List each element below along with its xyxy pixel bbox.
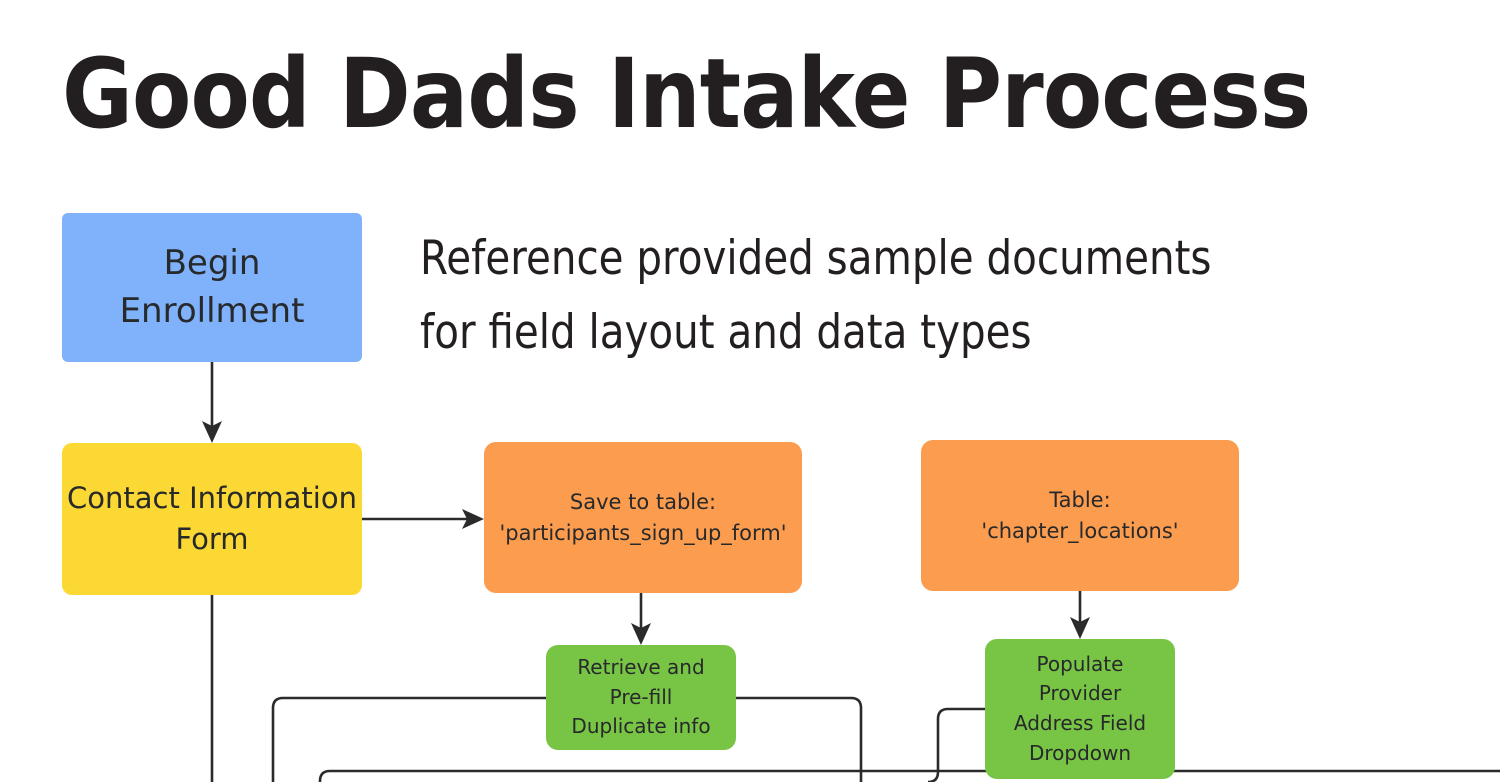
node-retrieve-prefill-duplicate-line-3: Duplicate info — [571, 714, 711, 739]
node-retrieve-prefill-duplicate-line-1: Retrieve and — [577, 655, 705, 680]
node-retrieve-prefill-duplicate-line-2: Pre-fill — [609, 684, 673, 709]
edge-contact-to-save — [362, 509, 484, 529]
node-chapter-locations-table-line-2: 'chapter_locations' — [981, 518, 1179, 543]
node-contact-information-form-label: Contact Information Form — [62, 478, 362, 560]
node-retrieve-prefill-duplicate-label: Retrieve and Pre-fill Duplicate info — [546, 653, 736, 742]
node-contact-information-form[interactable]: Contact Information Form — [62, 443, 362, 595]
node-populate-provider-dropdown-label: Populate Provider Address Field Dropdown — [985, 650, 1175, 768]
node-contact-information-form-line-1: Contact Information — [67, 480, 357, 515]
edge-chapter-to-populate — [1070, 591, 1090, 639]
page-title: Good Dads Intake Process — [62, 38, 1311, 150]
node-save-to-participants-table-label: Save to table: 'participants_sign_up_for… — [484, 487, 802, 548]
node-chapter-locations-table-label: Table: 'chapter_locations' — [921, 485, 1239, 546]
reference-note: Reference provided sample documents for … — [420, 222, 1280, 371]
node-save-to-participants-table-line-2: 'participants_sign_up_form' — [499, 520, 787, 545]
edge-begin-to-contact — [202, 362, 222, 443]
edge-save-to-retrieve — [631, 593, 651, 645]
node-chapter-locations-table-line-1: Table: — [1049, 488, 1111, 513]
node-begin-enrollment-line-1: Begin — [163, 242, 261, 283]
node-begin-enrollment-line-2: Enrollment — [119, 290, 305, 331]
edge-populate-left-routing — [927, 707, 985, 782]
node-begin-enrollment[interactable]: Begin Enrollment — [62, 213, 362, 362]
reference-note-line-2: for field layout and data types — [420, 305, 1032, 361]
node-populate-provider-dropdown-line-4: Dropdown — [1028, 740, 1132, 765]
node-retrieve-prefill-duplicate[interactable]: Retrieve and Pre-fill Duplicate info — [546, 645, 736, 750]
reference-note-line-1: Reference provided sample documents — [420, 231, 1212, 286]
node-begin-enrollment-label: Begin Enrollment — [62, 240, 362, 335]
node-chapter-locations-table[interactable]: Table: 'chapter_locations' — [921, 440, 1239, 591]
node-populate-provider-dropdown-line-2: Provider — [1038, 681, 1122, 706]
node-contact-information-form-line-2: Form — [175, 522, 249, 556]
node-populate-provider-dropdown-line-3: Address Field — [1013, 711, 1147, 735]
edge-retrieve-left-routing — [271, 696, 546, 782]
node-populate-provider-dropdown-line-1: Populate — [1036, 651, 1124, 676]
node-save-to-participants-table-line-1: Save to table: — [569, 490, 717, 515]
node-populate-provider-dropdown[interactable]: Populate Provider Address Field Dropdown — [985, 639, 1175, 779]
edge-lower-left-routing — [318, 769, 1500, 782]
node-save-to-participants-table[interactable]: Save to table: 'participants_sign_up_for… — [484, 442, 802, 593]
edge-retrieve-right-routing — [736, 696, 863, 782]
